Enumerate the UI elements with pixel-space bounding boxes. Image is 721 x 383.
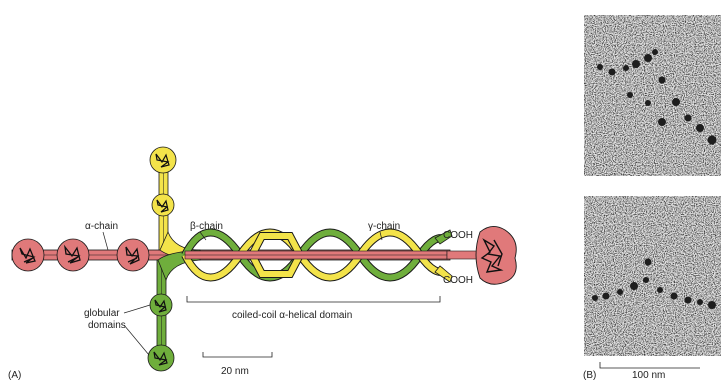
alpha-globular-domain — [57, 239, 89, 271]
panel-a-schematic: α-chain β-chain γ-chain COOH COOH globul… — [8, 147, 516, 381]
scale-bar-100nm-label: 100 nm — [632, 370, 665, 381]
micrograph-top — [584, 15, 721, 176]
coiled-coil-label: coiled-coil α-helical domain — [232, 310, 352, 321]
gamma-globular-domain — [148, 345, 174, 371]
cooh-bottom-label: COOH — [443, 275, 473, 286]
micrograph-bottom — [584, 196, 721, 356]
beta-globular-domain — [150, 147, 176, 173]
alpha-globular-domain — [12, 239, 44, 271]
beta-globular-domain — [152, 194, 174, 216]
gamma-globular-domain — [150, 294, 172, 316]
alpha-chain-label: α-chain — [85, 221, 118, 232]
alpha-globular-domain — [117, 239, 149, 271]
panel-a-label: (A) — [8, 370, 21, 381]
scale-bar-20nm — [203, 352, 272, 357]
panel-b-micrographs: 100 nm (B) — [583, 15, 721, 381]
alpha-c-terminal-domain — [476, 226, 516, 284]
coiled-coil-bracket — [187, 296, 440, 302]
cooh-top-label: COOH — [443, 230, 473, 241]
scale-bar-20nm-label: 20 nm — [221, 366, 249, 377]
gamma-chain-label: γ-chain — [368, 221, 400, 232]
beta-chain-label: β-chain — [190, 221, 223, 232]
alpha-chain-pointer — [103, 232, 108, 250]
panel-b-label: (B) — [583, 370, 596, 381]
globular-domains-label-line1: globular — [84, 308, 120, 319]
globular-domains-pointer — [124, 305, 150, 313]
globular-domains-pointer — [124, 325, 149, 355]
scale-bar-100nm — [600, 362, 700, 368]
globular-domains-label-line2: domains — [88, 320, 126, 331]
coiled-coil-helix — [185, 233, 447, 278]
